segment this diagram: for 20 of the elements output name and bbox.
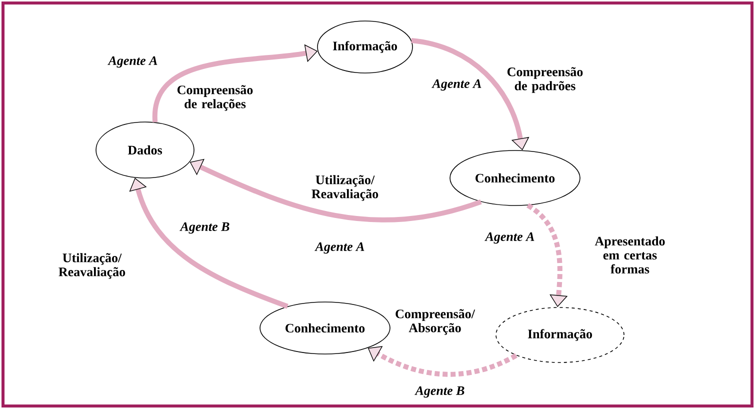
agent-label: Agente B — [414, 386, 464, 398]
ellipse-node: Conhecimento — [450, 150, 580, 206]
ellipse-node: Informação — [496, 307, 624, 363]
edge-label: Utilização/ Reavaliação — [312, 175, 378, 201]
agent-label: Agente B — [180, 222, 230, 234]
agent-label: Agente A — [484, 232, 534, 244]
block-arrow — [411, 38, 530, 150]
block-arrow — [190, 158, 482, 222]
edge-label: Compreensão de padrões — [507, 67, 583, 93]
block-arrow — [368, 346, 518, 377]
agent-label: Agente A — [108, 56, 158, 68]
edge-label: Compreensão de relações — [177, 85, 253, 111]
ellipse-node: Dados — [96, 122, 194, 178]
edge-label: Compreensão/ Absorção — [396, 309, 476, 335]
agent-label: Agente A — [314, 242, 364, 254]
agent-label: Agente A — [432, 79, 482, 91]
edge-label: Utilização/ Reavaliação — [58, 253, 126, 279]
ellipse-node: Conhecimento — [260, 302, 390, 354]
edge-label: Apresentado em certas formas — [594, 236, 665, 274]
ellipse-node: Informação — [317, 20, 413, 74]
